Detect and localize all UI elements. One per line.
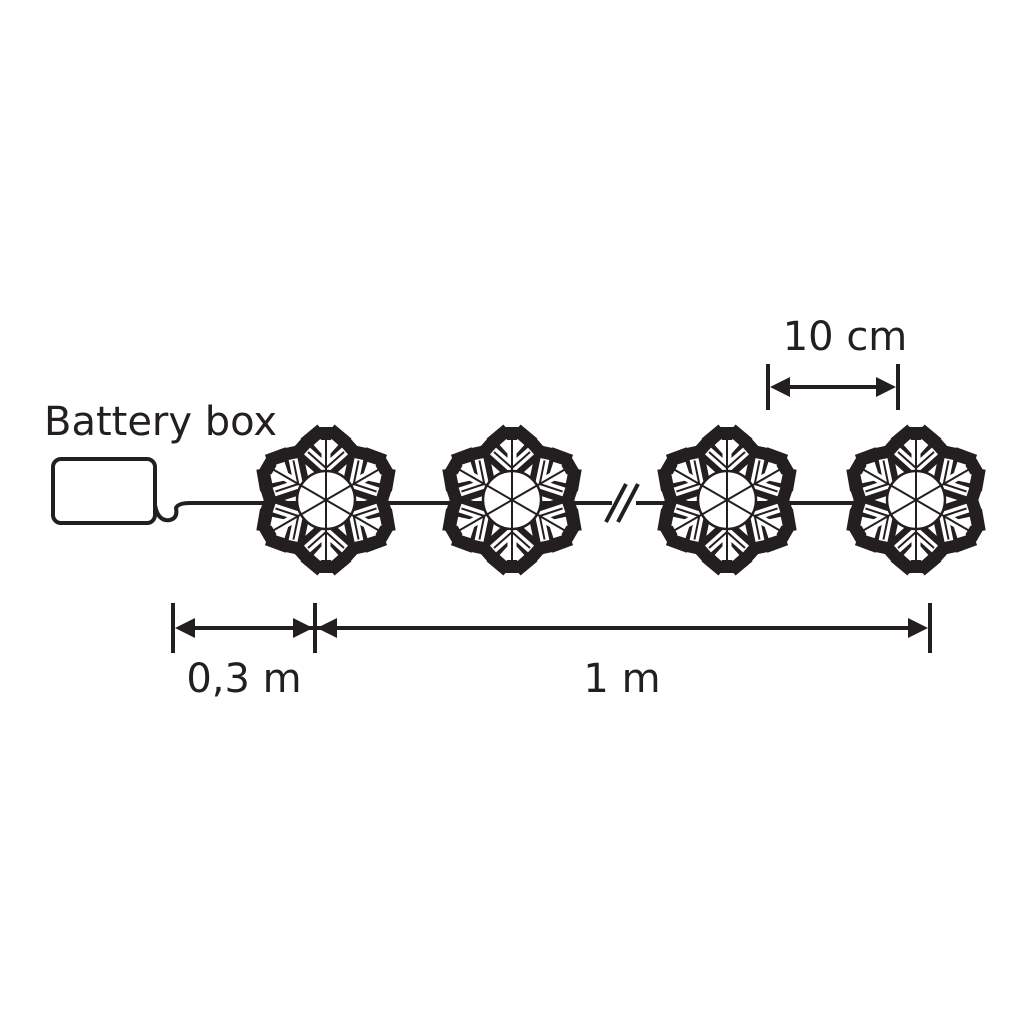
length-dimensions (171, 603, 932, 653)
break-mark (604, 483, 640, 523)
snowflake-icon (262, 438, 389, 562)
lead-length-label: 0,3 m (186, 656, 301, 702)
snowflake-icon (448, 438, 575, 562)
battery-box-label: Battery box (44, 399, 277, 445)
string-length-label: 1 m (583, 656, 660, 702)
spacing-dimension (766, 364, 900, 410)
battery-box-icon (51, 457, 157, 525)
snowflake-icon (663, 438, 790, 562)
snowflake-icon (852, 438, 979, 562)
spacing-label: 10 cm (783, 314, 908, 360)
